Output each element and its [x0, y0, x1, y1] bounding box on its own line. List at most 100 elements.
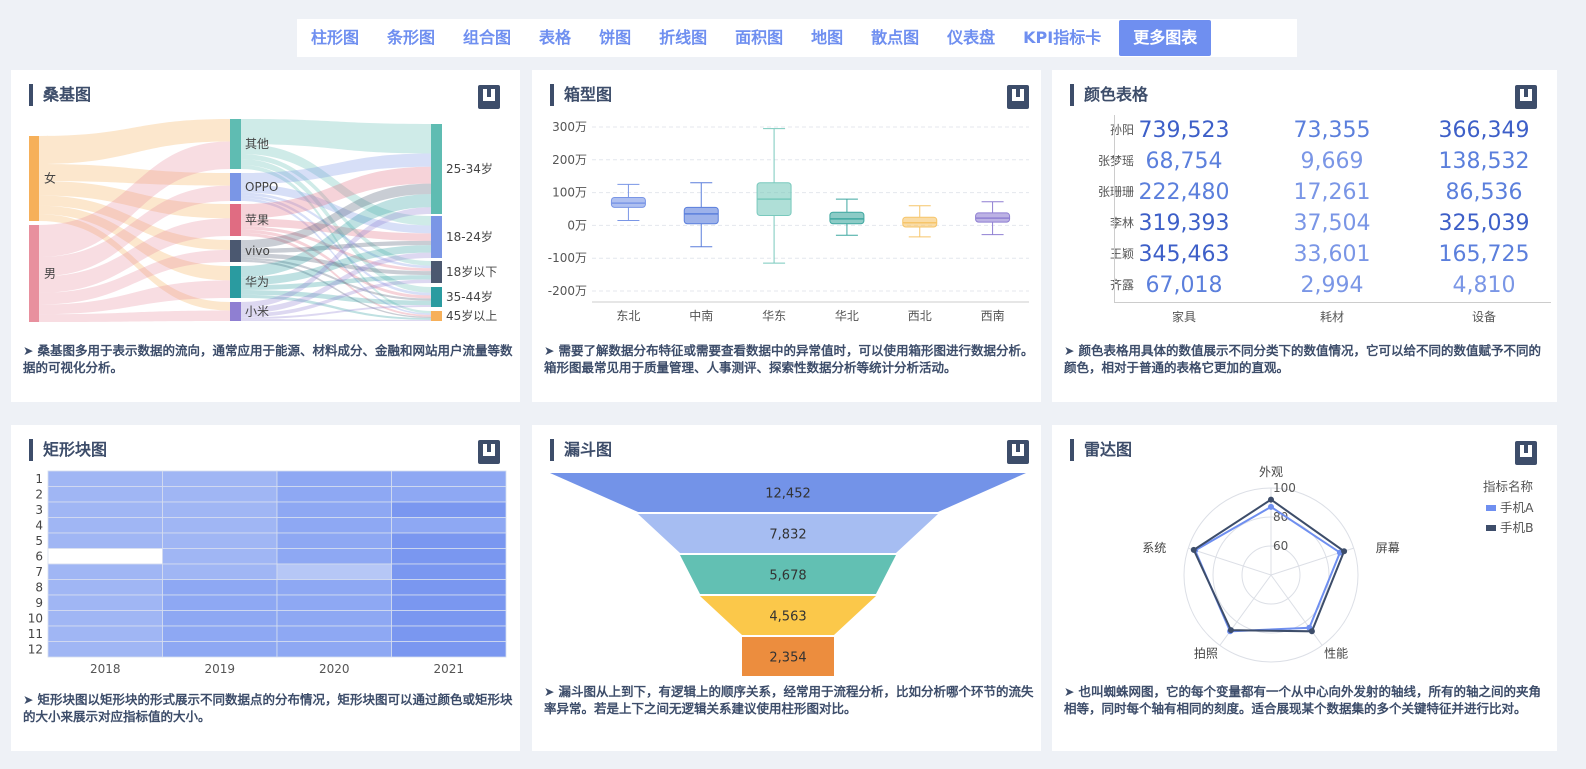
sankey-link	[241, 144, 431, 226]
radar-point	[1190, 546, 1197, 553]
card-title: 箱型图	[550, 84, 612, 106]
sankey-link	[241, 153, 431, 185]
book-icon[interactable]	[478, 85, 500, 109]
tab-3[interactable]: 表格	[539, 28, 572, 47]
tab-11[interactable]: 更多图表	[1119, 20, 1212, 56]
tab-5[interactable]: 折线图	[659, 28, 708, 47]
y-tick-label: 300万	[552, 120, 587, 134]
sankey-link	[241, 245, 431, 286]
tab-7[interactable]: 地图	[811, 28, 844, 47]
heat-cell	[391, 625, 507, 642]
tab-2[interactable]: 组合图	[463, 28, 512, 47]
heat-cell	[276, 501, 392, 518]
radar-point	[1308, 628, 1315, 635]
y-tick-label: 7	[35, 565, 43, 579]
heat-cell	[391, 517, 507, 534]
book-icon[interactable]	[1007, 85, 1029, 109]
radar-axis-label: 屏幕	[1376, 541, 1400, 555]
heat-cell	[47, 610, 163, 627]
row-label: 孙阳	[1109, 123, 1134, 137]
heat-cell	[162, 486, 278, 503]
heat-cell	[162, 548, 278, 565]
book-icon[interactable]	[1515, 441, 1537, 465]
sankey-node-label: 45岁以上	[446, 308, 497, 323]
sankey-link	[241, 305, 431, 320]
sankey-link	[39, 195, 230, 250]
tab-1[interactable]: 条形图	[387, 28, 436, 47]
tab-9[interactable]: 仪表盘	[947, 28, 996, 47]
table-cell: 73,355	[1293, 118, 1371, 143]
tab-6[interactable]: 面积图	[735, 28, 784, 47]
radar-series-line	[1193, 505, 1342, 633]
heat-cell	[47, 470, 163, 487]
tab-0[interactable]: 柱形图	[311, 28, 360, 47]
heat-cell	[47, 486, 163, 503]
boxplot-chart: 300万200万100万0万-100万-200万东北中南华东华北西北西南	[548, 120, 1029, 323]
heat-cell	[391, 470, 507, 487]
radar-ring-label: 80	[1273, 510, 1288, 524]
heat-cell	[391, 579, 507, 596]
sankey-link	[241, 240, 431, 254]
book-icon[interactable]	[1515, 85, 1537, 109]
y-tick-label: 200万	[552, 153, 587, 167]
sankey-link	[241, 218, 431, 241]
card-description: ➤也叫蜘蛛网图，它的每个变量都有一个从中心向外发射的轴线，所有的轴之间的夹角相等…	[1064, 684, 1541, 716]
table-cell: 9,669	[1300, 149, 1364, 174]
x-tick-label: 2020	[319, 662, 350, 676]
x-tick-label: 2018	[90, 662, 121, 676]
sankey-link	[39, 249, 230, 305]
sankey-link	[241, 159, 431, 293]
tab-10[interactable]: KPI指标卡	[1023, 28, 1102, 47]
book-icon[interactable]	[478, 440, 500, 464]
sankey-link	[241, 253, 431, 276]
y-tick-label: 1	[35, 472, 43, 486]
sankey-link	[241, 232, 431, 317]
heat-cell	[276, 486, 392, 503]
sankey-link	[39, 218, 230, 293]
sankey-node	[230, 119, 241, 169]
radar-series-line	[1192, 498, 1346, 633]
x-tick-label: 西南	[981, 308, 1005, 323]
sankey-link	[241, 194, 431, 278]
heat-cell	[162, 563, 278, 580]
sankey-node	[431, 216, 442, 258]
heat-cell	[391, 532, 507, 549]
card-title: 颜色表格	[1070, 84, 1148, 106]
heat-cell	[276, 470, 392, 487]
table-cell: 345,463	[1138, 242, 1230, 267]
sankey-link	[241, 259, 431, 319]
sankey-node	[431, 287, 442, 307]
funnel-value: 4,563	[769, 610, 806, 625]
x-tick-label: 2019	[204, 662, 235, 676]
heat-cell	[47, 517, 163, 534]
sankey-node	[230, 266, 241, 298]
table-cell: 67,018	[1145, 273, 1223, 298]
sankey-node	[29, 225, 39, 322]
radar-point	[1341, 548, 1348, 555]
y-tick-label: 4	[35, 519, 43, 533]
heat-cell	[162, 532, 278, 549]
heat-cell	[162, 517, 278, 534]
card-description: ➤矩形块图以矩形块的形式展示不同数据点的分布情况，矩形块图可以通过颜色或矩形块的…	[23, 692, 513, 724]
book-icon[interactable]	[1007, 440, 1029, 464]
sankey-link	[241, 319, 431, 321]
radar-axis	[1219, 574, 1272, 646]
row-label: 齐露	[1109, 278, 1134, 292]
sankey-link	[241, 290, 431, 306]
tab-8[interactable]: 散点图	[871, 28, 920, 47]
column-header: 耗材	[1319, 310, 1344, 324]
sankey-link	[241, 252, 431, 314]
tab-4[interactable]: 饼图	[599, 28, 632, 47]
funnel-segment	[550, 473, 1026, 512]
table-cell: 165,725	[1438, 242, 1530, 267]
heat-cell	[391, 548, 507, 565]
column-header: 家具	[1171, 310, 1196, 324]
row-label: 张梦瑶	[1097, 154, 1134, 168]
card-title: 雷达图	[1070, 439, 1132, 461]
heat-cell	[276, 532, 392, 549]
